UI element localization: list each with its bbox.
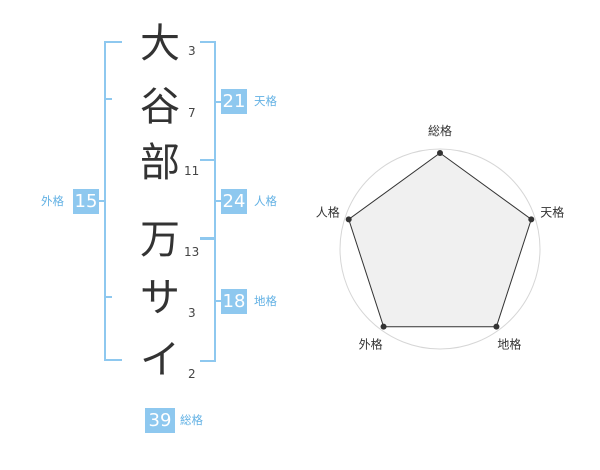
stroke-count-1: 3 (188, 44, 196, 58)
chikaku-bracket-connector (214, 300, 222, 302)
name-char-1: 大 (140, 21, 180, 67)
radar-area (348, 152, 532, 328)
chikaku-value: 18 (221, 289, 247, 314)
gaikaku-bracket (104, 41, 122, 361)
stroke-count-5: 3 (188, 306, 196, 320)
name-char-3: 部 (140, 140, 180, 186)
jinkaku-label: 人格 (254, 194, 277, 208)
chikaku-label: 地格 (254, 294, 277, 308)
jinkaku-bracket-connector (214, 200, 222, 202)
radar-axis-label: 地格 (497, 336, 521, 351)
radar-point (528, 216, 535, 223)
name-char-4: 万 (140, 217, 180, 263)
gaikaku-label: 外格 (41, 194, 64, 208)
radar-point (345, 216, 352, 223)
stroke-count-2: 7 (188, 106, 196, 120)
radar-point (437, 150, 443, 156)
jinkaku-bracket (200, 159, 216, 239)
soukaku-label: 総格 (180, 413, 203, 427)
stroke-count-3: 11 (184, 164, 200, 178)
radar-point (380, 323, 387, 330)
radar-axis-label: 外格 (359, 336, 383, 351)
tenkaku-bracket-connector (214, 101, 222, 103)
stroke-count-4: 13 (184, 245, 200, 259)
name-char-6: イ (140, 337, 180, 383)
radar-axis-label: 総格 (428, 123, 452, 138)
tenkaku-label: 天格 (254, 94, 277, 108)
radar-point (493, 323, 500, 330)
soukaku-value: 39 (145, 408, 175, 433)
name-char-2: 谷 (140, 84, 180, 130)
radar-axis-label: 天格 (540, 205, 564, 220)
tenkaku-value: 21 (221, 89, 247, 114)
name-char-5: サ (140, 275, 180, 321)
gaikaku-bracket-tick (104, 296, 112, 298)
radar-axis-label: 人格 (316, 205, 340, 220)
gaikaku-value: 15 (73, 189, 99, 214)
gaikaku-bracket-tick (104, 98, 112, 100)
jinkaku-value: 24 (221, 189, 247, 214)
gaikaku-bracket-connector (98, 200, 104, 202)
stroke-count-6: 2 (188, 367, 196, 381)
